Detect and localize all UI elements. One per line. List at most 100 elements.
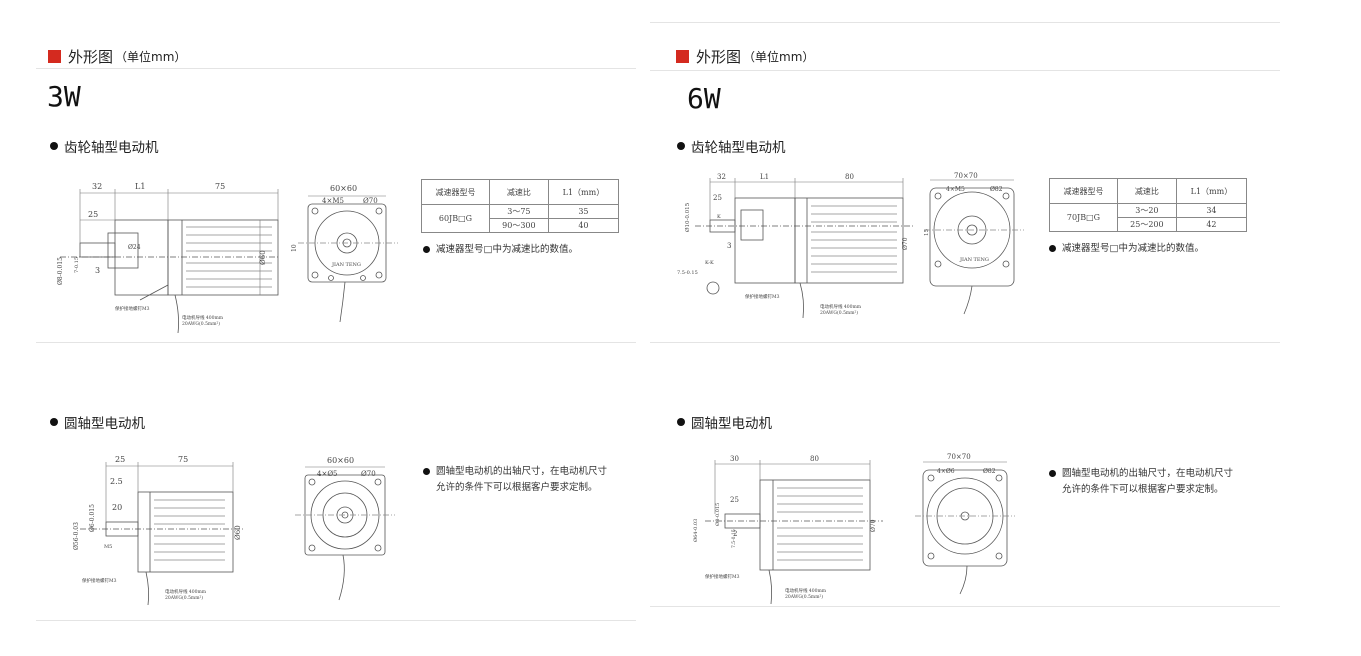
bullet-icon	[677, 142, 685, 150]
red-square-icon	[676, 50, 689, 63]
gear-shaft-heading: 齿轮轴型电动机	[50, 136, 159, 156]
table-header: 减速器型号	[1049, 178, 1118, 204]
dim-32: 32	[717, 173, 726, 181]
cable-label-2: 20AWG(0.5mm²)	[820, 309, 858, 316]
bullet-icon	[423, 468, 430, 475]
table-header: 减速比	[488, 179, 549, 205]
round-note: 圆轴型电动机的出轴尺寸，在电动机尺寸 允许的条件下可以根据客户要求定制。	[423, 464, 607, 496]
cable-label-2: 20AWG(0.5mm²)	[785, 593, 823, 600]
dim-7-5: 7.5-0.15	[677, 270, 698, 276]
dim-pcd: Ø82	[983, 468, 996, 475]
dim-7: 7-0.15	[74, 257, 80, 273]
dim-kk: K-K	[705, 260, 714, 266]
table-cell-model: 60JB□G	[421, 204, 490, 233]
dim-d6: Ø6-0.015	[89, 504, 96, 532]
dim-25: 25	[713, 194, 722, 202]
red-square-icon	[48, 50, 61, 63]
dim-k: K	[717, 214, 721, 220]
panel-3w: 外形图 （单位mm） 3W 齿轮轴型电动机	[0, 0, 640, 656]
dim-holes: 4×Ø6	[937, 468, 955, 475]
motor-body	[60, 219, 280, 334]
cable-label-1: 电动机导线 400mm	[165, 588, 207, 595]
round-motor-front-drawing: 70×70 4×Ø6 Ø82	[915, 453, 1015, 595]
header-title: 外形图	[68, 48, 114, 66]
dim-flange: 70×70	[954, 172, 978, 180]
bullet-icon	[1049, 470, 1056, 477]
round-note: 圆轴型电动机的出轴尺寸，在电动机尺寸 允许的条件下可以根据客户要求定制。	[1049, 466, 1233, 498]
dim-80: 80	[810, 455, 819, 463]
section-header: 外形图 （单位mm）	[48, 46, 186, 67]
gear-motor-front-drawing: 70×70 4×M5 Ø82 15 JIAN TENG	[924, 172, 1024, 315]
dim-d8: Ø8-0.015	[714, 503, 721, 526]
dim-75: 75	[178, 455, 188, 464]
dim-pcd: Ø82	[990, 186, 1003, 193]
dim-flange: 60×60	[327, 456, 354, 465]
gear-spec-table: 减速器型号 减速比 L1（mm） 70JB□G 3～20 34 25～200 4…	[1049, 178, 1248, 232]
dim-20: 20	[112, 503, 122, 512]
bullet-icon	[1049, 245, 1056, 252]
header-unit: （单位mm）	[115, 50, 187, 64]
brand-label: JIAN TENG	[331, 262, 361, 268]
table-cell: 42	[1175, 217, 1248, 232]
dim-m5: M5	[104, 544, 112, 550]
bullet-icon	[423, 246, 430, 253]
table-cell: 25～200	[1116, 217, 1177, 232]
dim-7-5: 7.5-0.15	[731, 529, 737, 548]
brand-label: JIAN TENG	[959, 257, 989, 263]
round-shaft-heading: 圆轴型电动机	[677, 412, 772, 432]
dim-15: 15	[924, 229, 930, 236]
divider	[36, 68, 636, 69]
table-cell-model: 70JB□G	[1049, 203, 1118, 232]
bullet-icon	[50, 418, 58, 426]
dim-pcd: Ø70	[361, 470, 376, 478]
dim-holes: 4×M5	[322, 197, 344, 205]
gear-note-text: 减速器型号□中为减速比的数值。	[436, 244, 578, 255]
round-motor-side-drawing: 25 75 2.5 20 Ø60 Ø6-0.015 Ø56-0.03 M5 保护…	[73, 455, 245, 606]
dim-10: 10	[291, 244, 298, 252]
table-cell: 40	[547, 218, 620, 233]
table-header: 减速器型号	[421, 179, 490, 205]
screw-label: 保护接地螺钉M3	[705, 573, 740, 580]
round-note-line-1: 圆轴型电动机的出轴尺寸，在电动机尺寸	[436, 466, 608, 477]
screw-label: 保护接地螺钉M3	[745, 293, 780, 300]
section-header: 外形图 （单位mm）	[676, 46, 814, 67]
divider	[650, 22, 1280, 23]
dim-80: 80	[845, 173, 854, 181]
cable-label-1: 电动机导线 400mm	[820, 303, 862, 310]
table-cell: 3～20	[1116, 203, 1177, 218]
dim-32: 32	[92, 182, 102, 191]
table-cell: 34	[1175, 203, 1248, 218]
screw-label: 保护接地螺钉M3	[115, 305, 150, 312]
bullet-icon	[677, 418, 685, 426]
bullet-icon	[50, 142, 58, 150]
divider	[650, 342, 1280, 343]
table-cell: 35	[547, 204, 620, 219]
gear-motor-side-drawing: 32 L1 80 25 3 Ø10-0.015 Ø70 K K-K 7.5-0.…	[677, 173, 915, 319]
divider	[36, 342, 636, 343]
gear-motor-side-drawing: 32 L1 75 25 3 Ø24 Ø60 Ø8-0.015 7-0.15 保护…	[57, 182, 280, 334]
screw-label: 保护接地螺钉M3	[82, 577, 117, 584]
gear-note: 减速器型号□中为减速比的数值。	[1049, 241, 1204, 257]
gear-spec-table: 减速器型号 减速比 L1（mm） 60JB□G 3～75 35 90～300 4…	[421, 179, 620, 233]
table-header: L1（mm）	[1175, 178, 1248, 204]
table-cell: 3～75	[488, 204, 549, 219]
cable-label-2: 20AWG(0.5mm²)	[182, 320, 220, 327]
gear-note: 减速器型号□中为减速比的数值。	[423, 242, 578, 258]
table-header: L1（mm）	[547, 179, 620, 205]
dim-d70: Ø70	[870, 519, 877, 532]
cable-label-1: 电动机导线 400mm	[785, 587, 827, 594]
round-motor-front-drawing: 60×60 4×Ø5 Ø70	[295, 456, 395, 601]
cable-label-1: 电动机导线 400mm	[182, 314, 224, 321]
header-unit: （单位mm）	[743, 50, 815, 64]
dim-3: 3	[727, 242, 731, 250]
dim-25: 25	[115, 455, 125, 464]
dim-3: 3	[95, 266, 100, 275]
dim-2-5: 2.5	[110, 477, 123, 486]
dim-75: 75	[215, 182, 225, 191]
gear-shaft-title: 齿轮轴型电动机	[691, 140, 786, 156]
dim-flange: 70×70	[947, 453, 971, 461]
round-shaft-title: 圆轴型电动机	[691, 416, 772, 432]
dim-l1: L1	[135, 182, 145, 191]
gear-shaft-heading: 齿轮轴型电动机	[677, 136, 786, 156]
round-note-line-1: 圆轴型电动机的出轴尺寸，在电动机尺寸	[1062, 468, 1234, 479]
